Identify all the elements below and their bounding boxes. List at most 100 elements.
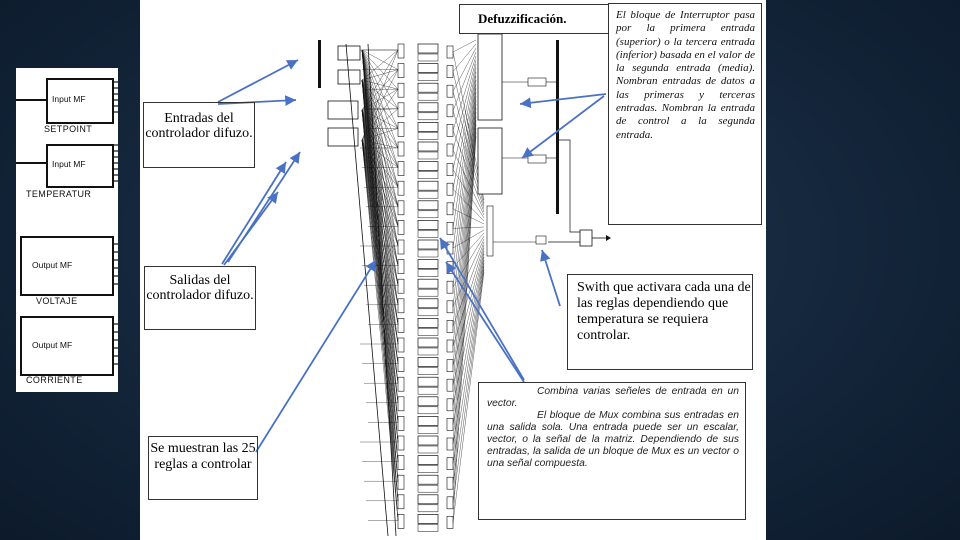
swith-note: Swith que activara cada una de las regla… <box>567 274 753 370</box>
salidas-note: Salidas del controlador difuzo. <box>144 266 256 330</box>
annotation-arrow <box>218 60 298 102</box>
annotation-arrow <box>256 260 376 452</box>
rule-block <box>418 240 438 249</box>
rule-mux <box>398 201 404 215</box>
rule-block <box>418 44 438 53</box>
annotation-arrow <box>522 96 604 158</box>
rule-mux <box>398 495 404 509</box>
rule-out-mux <box>447 222 453 234</box>
rule-mux <box>398 260 404 274</box>
rule-out-mux <box>447 418 453 430</box>
defuzz-block <box>528 155 546 163</box>
input-mf-mini-block <box>338 46 360 60</box>
rule-sub-block <box>418 93 438 100</box>
rule-mux <box>398 456 404 470</box>
rule-block <box>418 436 438 445</box>
rule-sub-block <box>418 309 438 316</box>
rule-sub-block <box>418 466 438 473</box>
rule-block <box>418 416 438 425</box>
rule-block <box>418 358 438 367</box>
rule-mux <box>398 103 404 117</box>
rule-block <box>418 83 438 92</box>
rule-block <box>418 181 438 190</box>
output-wire <box>453 251 484 385</box>
rule-mux <box>398 358 404 372</box>
rule-out-mux <box>447 105 453 117</box>
output-wire <box>453 136 476 522</box>
rule-mux <box>398 279 404 293</box>
rule-mux <box>398 397 404 411</box>
rule-block <box>418 475 438 484</box>
rule-sub-block <box>418 407 438 414</box>
rule-block <box>418 142 438 151</box>
rule-out-mux <box>447 497 453 509</box>
rule-mux <box>398 475 404 489</box>
defuzzificacion-title: Defuzzificación. <box>459 4 609 34</box>
rule-sub-block <box>418 505 438 512</box>
rule-block <box>418 514 438 523</box>
output-wire <box>453 48 476 91</box>
mux-note-line2: El bloque de Mux combina sus entradas en… <box>487 410 739 470</box>
rule-mux <box>398 436 404 450</box>
rule-out-mux <box>447 399 453 411</box>
switch-block <box>580 230 592 246</box>
rule-sub-block <box>418 172 438 179</box>
output-bus-bottom <box>478 128 502 194</box>
rule-block <box>418 338 438 347</box>
output-port <box>606 235 611 241</box>
rule-out-mux <box>447 164 453 176</box>
rule-mux <box>398 64 404 78</box>
rule-mux <box>398 181 404 195</box>
rule-mux <box>398 318 404 332</box>
rule-mux <box>398 162 404 176</box>
rule-block <box>418 397 438 406</box>
rule-sub-block <box>418 446 438 453</box>
rule-out-mux <box>447 438 453 450</box>
rule-out-mux <box>447 516 453 528</box>
output-bus-top <box>478 34 502 120</box>
output-wire <box>453 52 476 111</box>
rule-block <box>418 201 438 210</box>
switch-wire <box>559 140 580 232</box>
rule-out-mux <box>447 124 453 136</box>
rule-out-mux <box>447 458 453 470</box>
output-wire <box>453 92 476 307</box>
annotation-arrow <box>224 192 278 265</box>
annotation-arrow <box>542 250 560 306</box>
rule-mux <box>398 44 404 58</box>
rule-sub-block <box>418 132 438 139</box>
rule-mux <box>398 220 404 234</box>
rule-out-mux <box>447 85 453 97</box>
rule-block <box>418 162 438 171</box>
switch-mux-bar <box>556 40 559 214</box>
output-wire <box>453 116 476 424</box>
rule-sub-block <box>418 524 438 531</box>
rule-mux <box>398 299 404 313</box>
entradas-note: Entradas del controlador difuzo. <box>143 102 255 168</box>
selector-block <box>536 236 546 244</box>
rule-out-mux <box>447 360 453 372</box>
fan-wire <box>362 50 398 422</box>
rule-sub-block <box>418 230 438 237</box>
rule-sub-block <box>418 348 438 355</box>
rule-block <box>418 299 438 308</box>
rule-out-mux <box>447 320 453 332</box>
rule-sub-block <box>418 191 438 198</box>
rule-sub-block <box>418 368 438 375</box>
rule-out-mux <box>447 281 453 293</box>
rule-mux <box>398 122 404 136</box>
output-wire <box>453 40 476 52</box>
output-mf-mini-block <box>328 101 358 119</box>
rule-sub-block <box>418 250 438 257</box>
rule-sub-block <box>418 289 438 296</box>
annotation-arrow <box>520 94 606 104</box>
output-wire <box>453 248 484 366</box>
output-wire <box>453 76 476 228</box>
rule-block <box>418 377 438 386</box>
rule-output-bus <box>487 206 493 256</box>
rule-out-mux <box>447 66 453 78</box>
rule-mux <box>398 338 404 352</box>
rule-sub-block <box>418 152 438 159</box>
rule-block <box>418 279 438 288</box>
rule-out-mux <box>447 301 453 313</box>
